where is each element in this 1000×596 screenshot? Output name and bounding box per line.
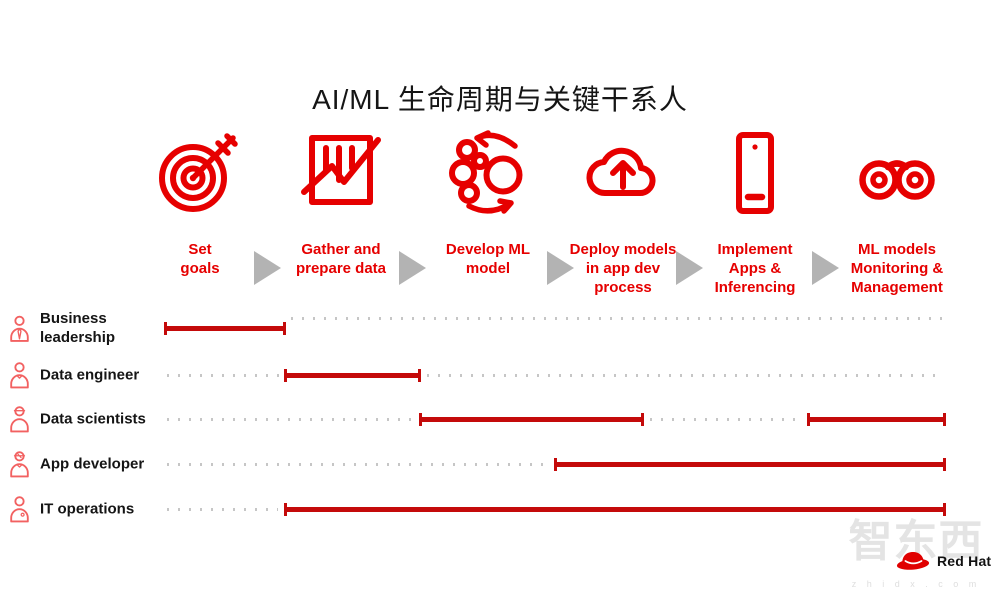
stage-label: Develop ML model <box>445 241 531 277</box>
involvement-bar <box>807 412 946 426</box>
stage-label: Implement Apps & Inferencing <box>714 241 796 296</box>
involvement-bar <box>419 412 644 426</box>
timeline-dots <box>167 463 548 466</box>
person-badge-icon <box>10 496 29 523</box>
stakeholder-data-scientists: Data scientists <box>8 406 146 433</box>
stakeholder-label: Data engineer <box>40 366 140 384</box>
person-tie-icon <box>10 315 29 342</box>
person-icon <box>10 362 29 389</box>
stage-implement-apps: Implement Apps & Inferencing <box>685 128 825 297</box>
stage-label: Set goals <box>180 241 220 277</box>
redhat-fedora-icon <box>896 551 930 570</box>
redhat-wordmark: Red Hat <box>937 552 992 569</box>
involvement-bar <box>284 502 946 516</box>
person-glasses-icon <box>10 406 29 433</box>
stage-set-goals: Set goals <box>130 128 270 278</box>
redhat-logo: Red Hat <box>894 548 991 573</box>
stakeholder-label: Data scientists <box>40 410 146 428</box>
timeline-dots <box>167 374 279 377</box>
binoculars-icon <box>859 160 935 200</box>
stakeholder-data-engineer: Data engineer <box>8 362 139 389</box>
flow-arrow-icon <box>547 251 574 285</box>
timeline-dots <box>167 418 413 421</box>
involvement-bar <box>284 368 421 382</box>
timeline-dots <box>650 418 801 421</box>
flow-arrow-icon <box>254 251 281 285</box>
stage-label: ML models Monitoring & Management <box>850 241 944 296</box>
stage-deploy-models: Deploy models in app dev process <box>553 128 693 297</box>
stakeholder-app-developer: App developer <box>8 451 144 478</box>
stakeholder-label: App developer <box>40 455 145 473</box>
involvement-bar <box>164 321 286 335</box>
stage-monitoring: ML models Monitoring & Management <box>827 128 967 297</box>
stakeholder-label: Business leadership <box>40 310 116 346</box>
watermark-subtext: z h i d x . c o m <box>851 579 981 589</box>
stage-gather-data: Gather and prepare data <box>271 128 411 278</box>
target-icon <box>159 133 238 212</box>
flow-arrow-icon <box>676 251 703 285</box>
stage-develop-model: Develop ML model <box>418 128 558 278</box>
timeline-dots <box>427 374 944 377</box>
bar-chart-icon <box>301 135 381 205</box>
timeline-dots <box>291 317 944 320</box>
mobile-phone-icon <box>736 132 774 214</box>
stage-label: Deploy models in app dev process <box>569 241 677 296</box>
involvement-bar <box>554 457 946 471</box>
stakeholder-it-operations: IT operations <box>8 496 134 523</box>
flow-arrow-icon <box>812 251 839 285</box>
ml-model-cycle-icon <box>449 130 523 214</box>
page-title: AI/ML 生命周期与关键干系人 <box>312 84 688 115</box>
cloud-upload-icon <box>586 147 656 197</box>
timeline-dots <box>167 508 278 511</box>
stakeholder-business-leadership: Business leadership <box>8 309 115 347</box>
flow-arrow-icon <box>399 251 426 285</box>
stakeholder-label: IT operations <box>40 500 135 518</box>
stage-label: Gather and prepare data <box>295 241 387 277</box>
person-dev-icon <box>10 451 29 478</box>
